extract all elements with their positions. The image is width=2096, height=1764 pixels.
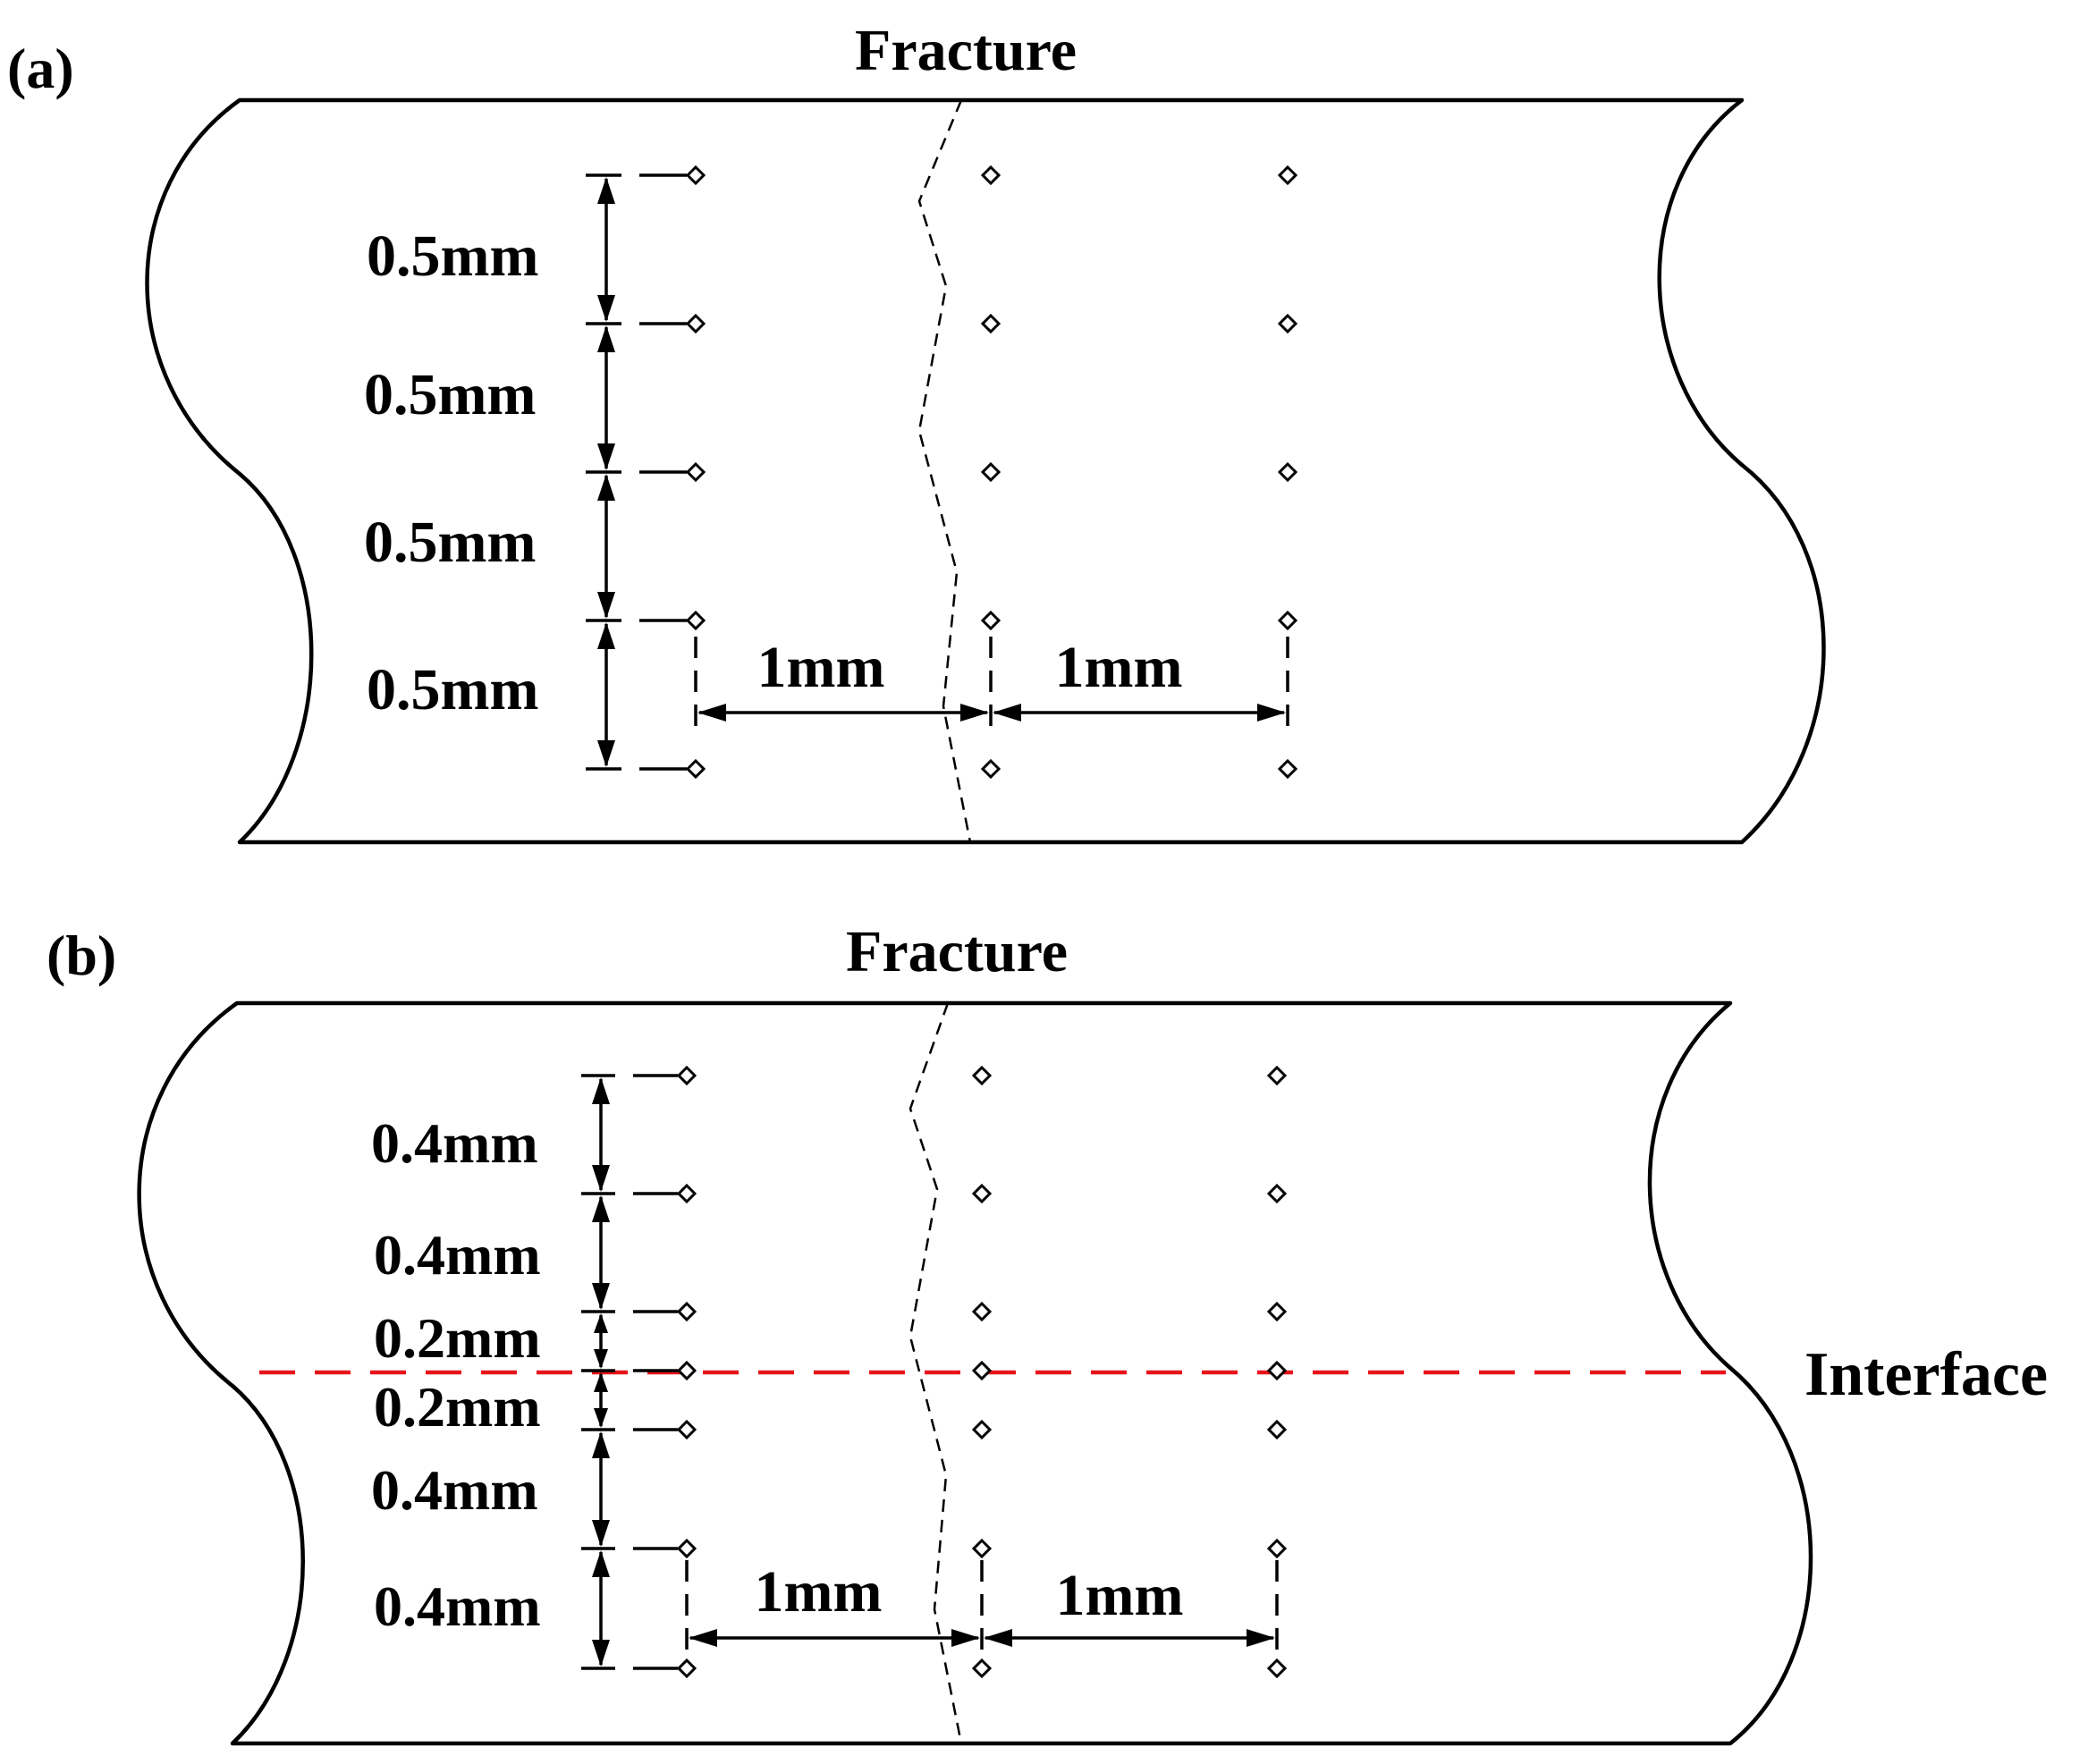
panel-a-spacing-label: 0.5mm [364,362,536,427]
indent-point [686,165,706,185]
indent-point [677,1539,697,1558]
panel-b: (b) Fracture Interface [46,919,2048,1746]
panel-b-horizontal-label: 1mm [755,1559,883,1625]
panel-b-spacing-label: 0.4mm [374,1574,541,1638]
indent-point [1267,1361,1287,1380]
indent-point [1278,165,1297,185]
panel-b-spacing-label: 0.2mm [374,1306,541,1370]
indent-point [981,165,1001,185]
indent-point [972,1361,992,1380]
panel-b-spacing-label: 0.4mm [374,1223,541,1287]
panel-b-vertical-dimensions [592,1077,610,1667]
panel-b-spacing-label: 0.4mm [371,1458,538,1522]
indent-point [1278,759,1297,779]
indent-point [677,1066,697,1085]
indent-point [686,611,706,630]
panel-a-fracture-line [917,99,972,843]
indent-point [1278,611,1297,630]
indent-point [1267,1658,1287,1678]
indent-point [972,1302,992,1321]
indent-point [972,1658,992,1678]
panel-b-spacing-label: 0.4mm [371,1111,538,1175]
indent-point [981,611,1001,630]
indent-point [686,462,706,482]
panel-a-horizontal-label: 1mm [757,635,885,700]
panel-b-spacing-label: 0.2mm [374,1375,541,1439]
panel-a-horizontal-dimensions [697,704,1286,722]
panel-a-specimen-outline [145,97,1826,845]
panel-a-label: (a) [7,37,74,100]
indent-point [1267,1420,1287,1439]
indent-point [981,314,1001,333]
indent-point [1278,462,1297,482]
panel-a-fracture-label: Fracture [855,18,1077,83]
indent-point [972,1184,992,1203]
panel-a-spacing-label: 0.5mm [364,510,536,575]
indent-point [981,759,1001,779]
panel-a-spacing-label: 0.5mm [367,224,538,289]
panel-a-vertical-dimensions [597,177,615,767]
panel-b-fracture-line [909,1002,963,1744]
indent-point [1267,1302,1287,1321]
indent-point [686,759,706,779]
panel-b-label: (b) [46,924,116,987]
indent-point [677,1302,697,1321]
indent-point [677,1658,697,1678]
indent-point [981,462,1001,482]
indent-point [1267,1539,1287,1558]
indent-point [677,1420,697,1439]
indent-point [686,314,706,333]
panel-b-extension-lines [581,1074,1279,1670]
indent-point [1278,314,1297,333]
panel-b-interface-label: Interface [1804,1340,2048,1409]
indent-point [677,1361,697,1380]
panel-b-specimen-outline [137,1000,1813,1746]
indent-point [1267,1066,1287,1085]
panel-b-horizontal-label: 1mm [1056,1563,1184,1628]
panel-a-spacing-label: 0.5mm [367,657,538,722]
indent-point [972,1420,992,1439]
panel-a: (a) Fracture [7,18,1826,845]
panel-a-horizontal-label: 1mm [1055,635,1183,700]
panel-b-fracture-label: Fracture [846,919,1068,984]
indent-point [972,1066,992,1085]
indent-point [1267,1184,1287,1203]
panel-a-extension-lines [586,173,1289,771]
indent-point [972,1539,992,1558]
indent-point [677,1184,697,1203]
panel-b-horizontal-dimensions [689,1629,1275,1647]
